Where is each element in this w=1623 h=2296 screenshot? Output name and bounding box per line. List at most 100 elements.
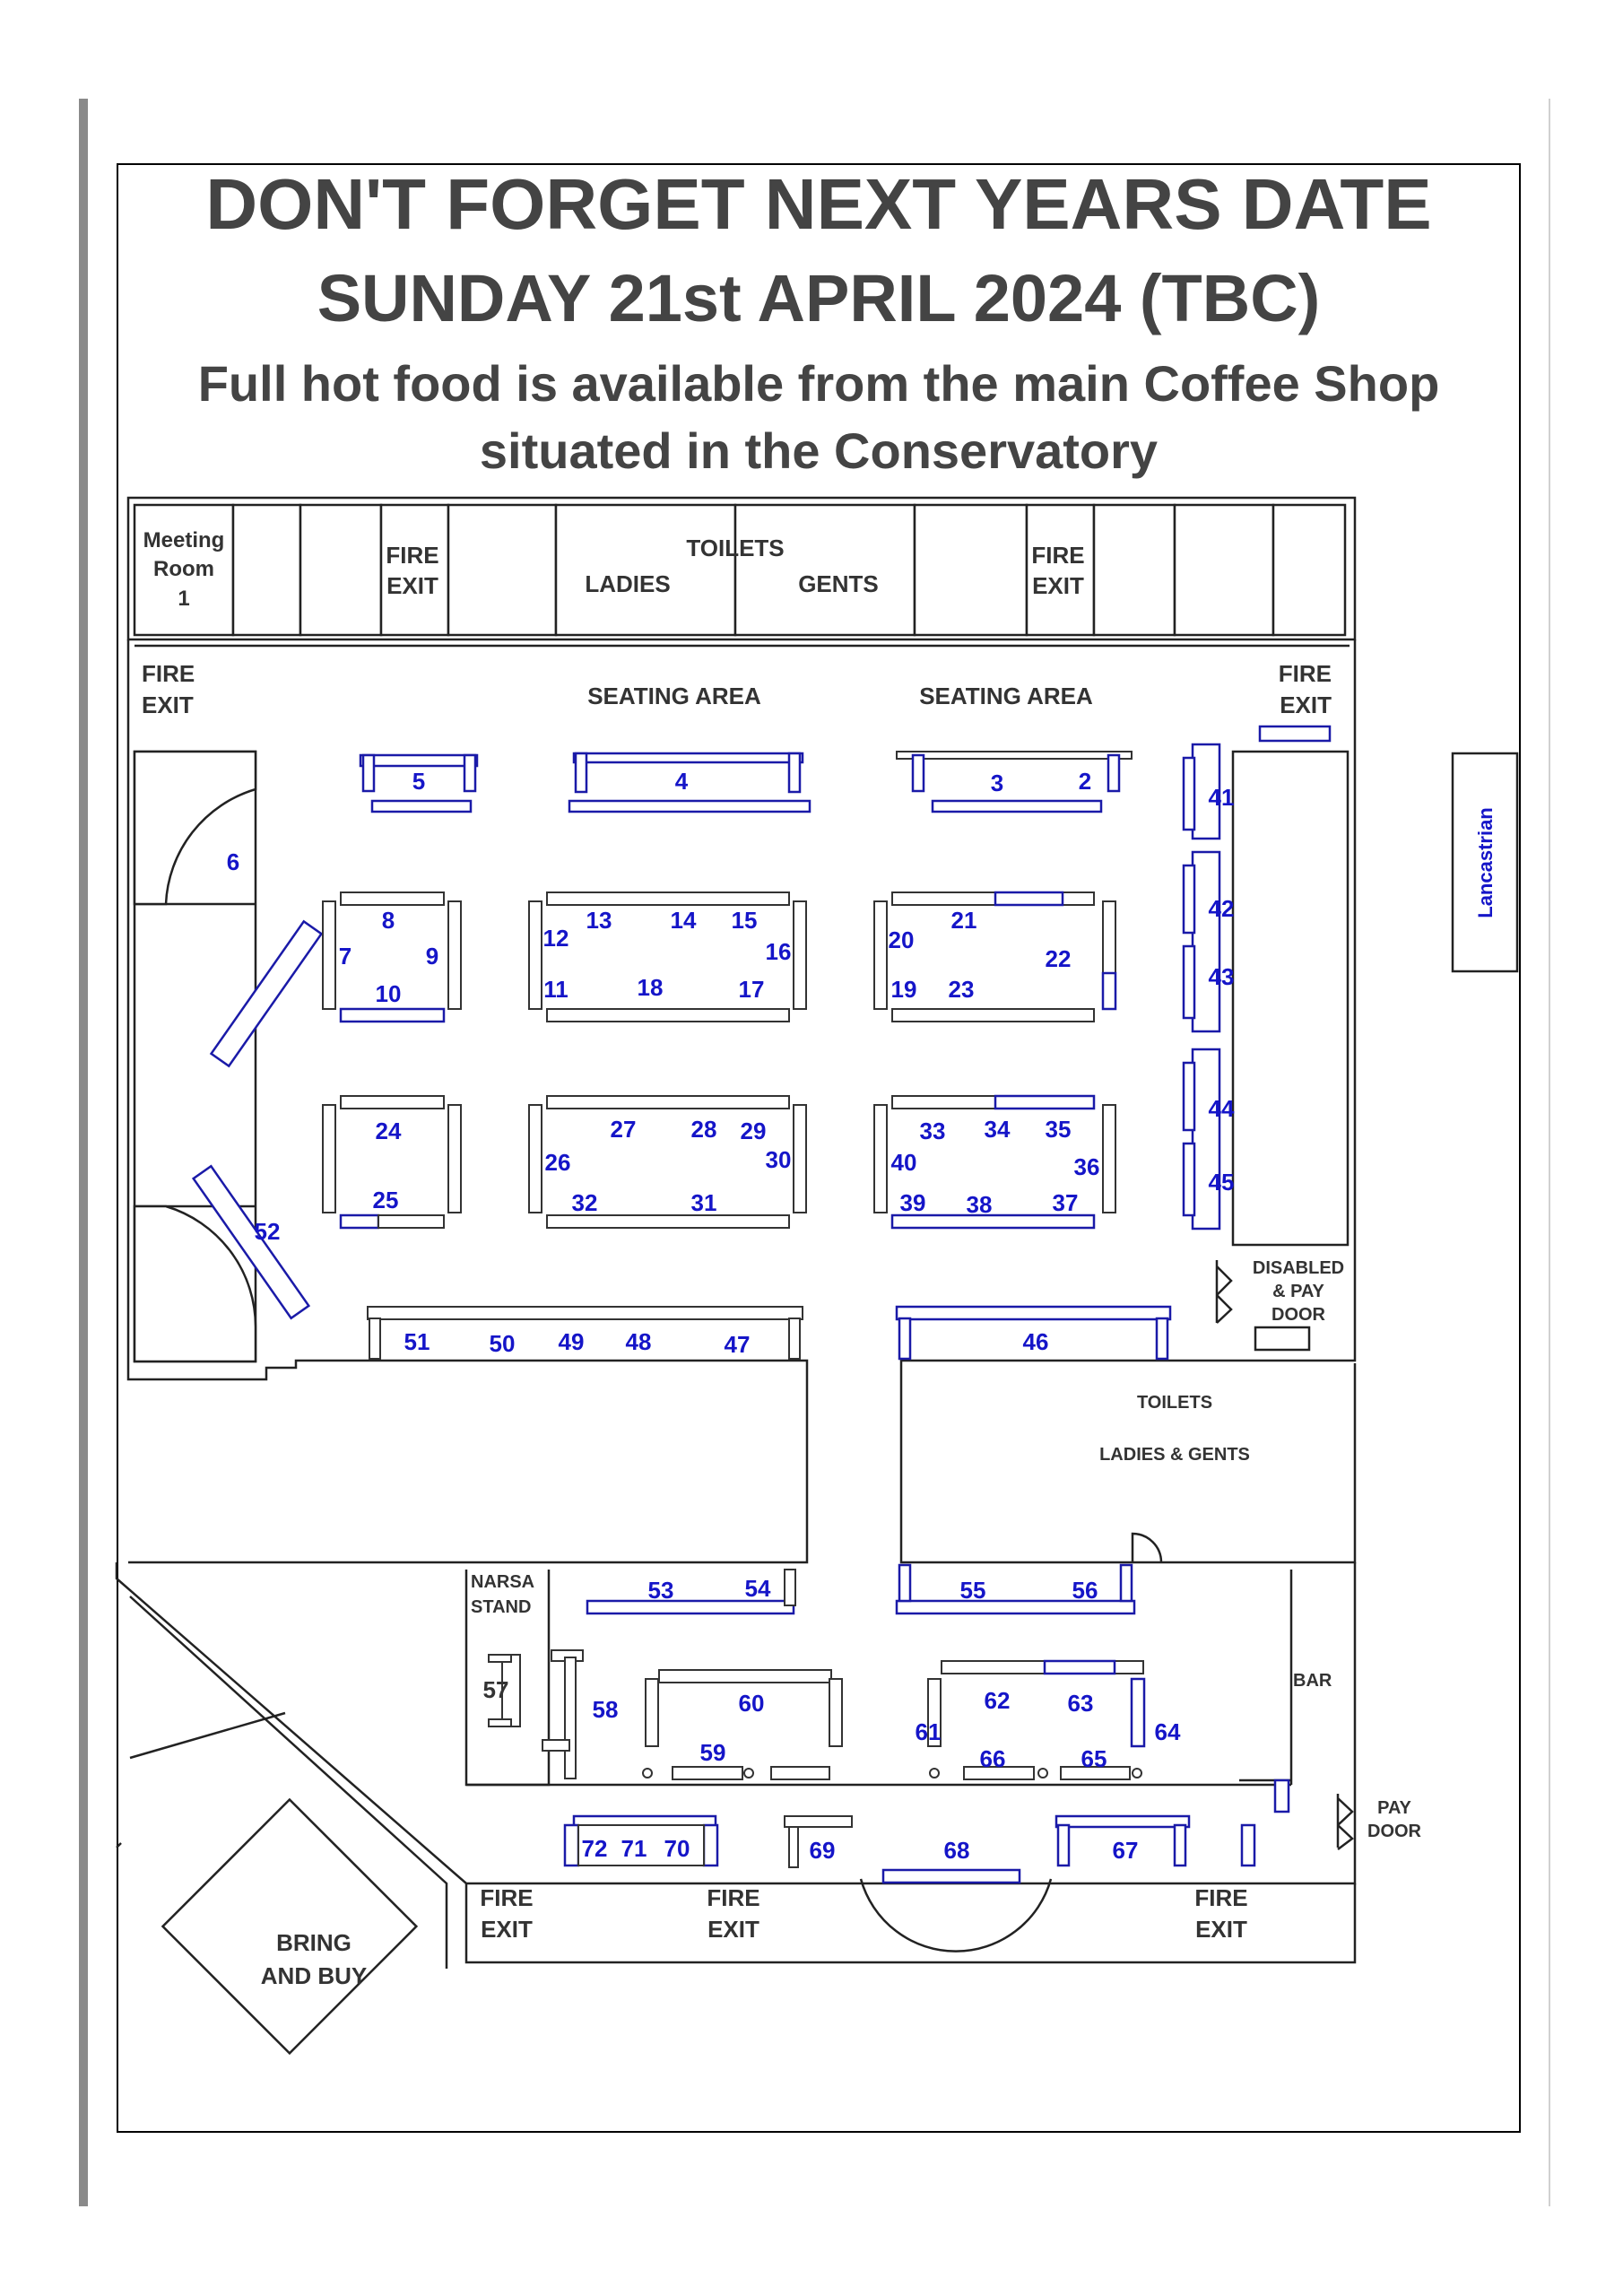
toilets-top-label: TOILETS (686, 535, 784, 561)
page-left-margin-bar (79, 99, 88, 2206)
stand-29-label: 29 (741, 1118, 767, 1144)
stand-15-label: 15 (732, 907, 758, 934)
stand-43-label: 43 (1209, 963, 1235, 990)
stand-53-label: 53 (648, 1577, 674, 1604)
stand-25-label: 25 (373, 1187, 399, 1213)
stand-35-label: 35 (1046, 1116, 1072, 1143)
stand-17-label: 17 (739, 976, 765, 1003)
stand-44-label: 44 (1209, 1095, 1235, 1122)
stand-23-label: 23 (949, 976, 975, 1003)
gents-label: GENTS (798, 570, 879, 597)
meeting-room-number: 1 (178, 587, 189, 611)
narsa-stand-label-2: STAND (471, 1597, 531, 1617)
stand-58-label: 58 (593, 1696, 619, 1723)
stand-27-label: 27 (611, 1116, 637, 1143)
stand-30-label: 30 (766, 1146, 792, 1173)
stand-8-label: 8 (382, 907, 395, 934)
disabled-door-label: DISABLED (1253, 1258, 1344, 1278)
stand-49-label: 49 (559, 1328, 585, 1355)
stand-41-label: 41 (1209, 784, 1235, 811)
stand-72-label: 72 (582, 1835, 608, 1862)
stand-48-label: 48 (626, 1328, 652, 1355)
subtitle-line-1: Full hot food is available from the main… (197, 355, 1440, 412)
title-line-2: SUNDAY 21st APRIL 2024 (TBC) (317, 261, 1321, 335)
stand-24-label: 24 (376, 1118, 402, 1144)
fire-exit-top-right-2: EXIT (1032, 572, 1084, 599)
stand-59-label: 59 (700, 1739, 726, 1766)
stand-37-label: 37 (1053, 1189, 1079, 1216)
fire-exit-left: FIRE (142, 660, 195, 687)
stand-45-label: 45 (1209, 1169, 1235, 1196)
stand-67-label: 67 (1113, 1837, 1139, 1864)
ladies-gents-label: LADIES & GENTS (1099, 1445, 1250, 1465)
stand-9-label: 9 (426, 943, 438, 970)
stand-16-label: 16 (766, 938, 792, 965)
narsa-stand-label: NARSA (471, 1572, 534, 1592)
bar-label: BAR (1293, 1671, 1332, 1691)
fire-exit-right: FIRE (1279, 660, 1332, 687)
stand-2-label: 2 (1079, 768, 1091, 795)
stand-21-label: 21 (951, 907, 977, 934)
fire-exit-top-right: FIRE (1031, 542, 1084, 569)
fire-exit-bottom-3: FIRE (1194, 1884, 1247, 1911)
stand-46-label: 46 (1023, 1328, 1049, 1355)
stand-20-label: 20 (889, 926, 915, 953)
stand-12-label: 12 (543, 925, 569, 952)
meeting-room-label: Meeting (143, 528, 225, 552)
stand-51-label: 51 (404, 1328, 430, 1355)
fire-exit-bottom-2: FIRE (707, 1884, 759, 1911)
lower-wing (115, 1562, 1357, 2056)
stand-34-label: 34 (985, 1116, 1011, 1143)
toilets-mid-label: TOILETS (1137, 1393, 1212, 1413)
stand-68-label: 68 (944, 1837, 970, 1864)
stand-33-label: 33 (920, 1118, 946, 1144)
title-line-1: DON'T FORGET NEXT YEARS DATE (205, 164, 1432, 244)
top-wing (126, 496, 1357, 641)
stand-26-label: 26 (545, 1149, 571, 1176)
stand-31-label: 31 (691, 1189, 717, 1216)
stand-5-label: 5 (412, 768, 425, 795)
stand-42-label: 42 (1209, 895, 1235, 922)
stand-18-label: 18 (638, 974, 664, 1001)
fire-exit-top-left-2: EXIT (386, 572, 438, 599)
stand-56-label: 56 (1072, 1577, 1098, 1604)
stand-64-label: 64 (1155, 1718, 1181, 1745)
ladies-label: LADIES (585, 570, 670, 597)
fire-exit-right-2: EXIT (1280, 691, 1332, 718)
fire-exit-bottom-1: FIRE (480, 1884, 533, 1911)
stand-4-label: 4 (675, 768, 689, 795)
seating-area-label-1: SEATING AREA (587, 683, 761, 709)
stand-61-label: 61 (916, 1718, 942, 1745)
stand-55-label: 55 (960, 1577, 986, 1604)
fire-exit-top-left: FIRE (386, 542, 438, 569)
stand-38-label: 38 (967, 1191, 993, 1218)
stand-11-label: 11 (543, 976, 568, 1003)
disabled-door-label-3: DOOR (1271, 1305, 1326, 1325)
seating-area-label-2: SEATING AREA (919, 683, 1093, 709)
page-right-margin-rule (1549, 99, 1550, 2206)
fire-exit-bottom-2-2: EXIT (707, 1916, 759, 1943)
fire-exit-bottom-3-2: EXIT (1195, 1916, 1247, 1943)
stand-19-label: 19 (891, 976, 917, 1003)
stand-7-label: 7 (339, 943, 352, 970)
lancastrian-box (1451, 752, 1519, 973)
stand-32-label: 32 (572, 1189, 598, 1216)
stand-14-label: 14 (671, 907, 697, 934)
fire-exit-left-2: EXIT (142, 691, 194, 718)
stand-70-label: 70 (664, 1835, 690, 1862)
stand-22-label: 22 (1046, 945, 1072, 972)
fire-exit-bottom-1-2: EXIT (481, 1916, 533, 1943)
stand-52-label: 52 (255, 1218, 281, 1245)
stand-40-label: 40 (891, 1149, 917, 1176)
lancastrian-label: Lancastrian (1474, 807, 1497, 918)
stand-71-label: 71 (621, 1835, 647, 1862)
stand-54-label: 54 (745, 1575, 771, 1602)
meeting-room-label-2: Room (153, 557, 214, 581)
stand-66-label: 66 (980, 1745, 1006, 1772)
tables (191, 725, 1332, 1884)
stand-6-label: 6 (227, 848, 239, 875)
stand-10-label: 10 (376, 980, 402, 1007)
bring-and-buy-label-2: AND BUY (261, 1962, 367, 1989)
stand-63-label: 63 (1068, 1690, 1094, 1717)
